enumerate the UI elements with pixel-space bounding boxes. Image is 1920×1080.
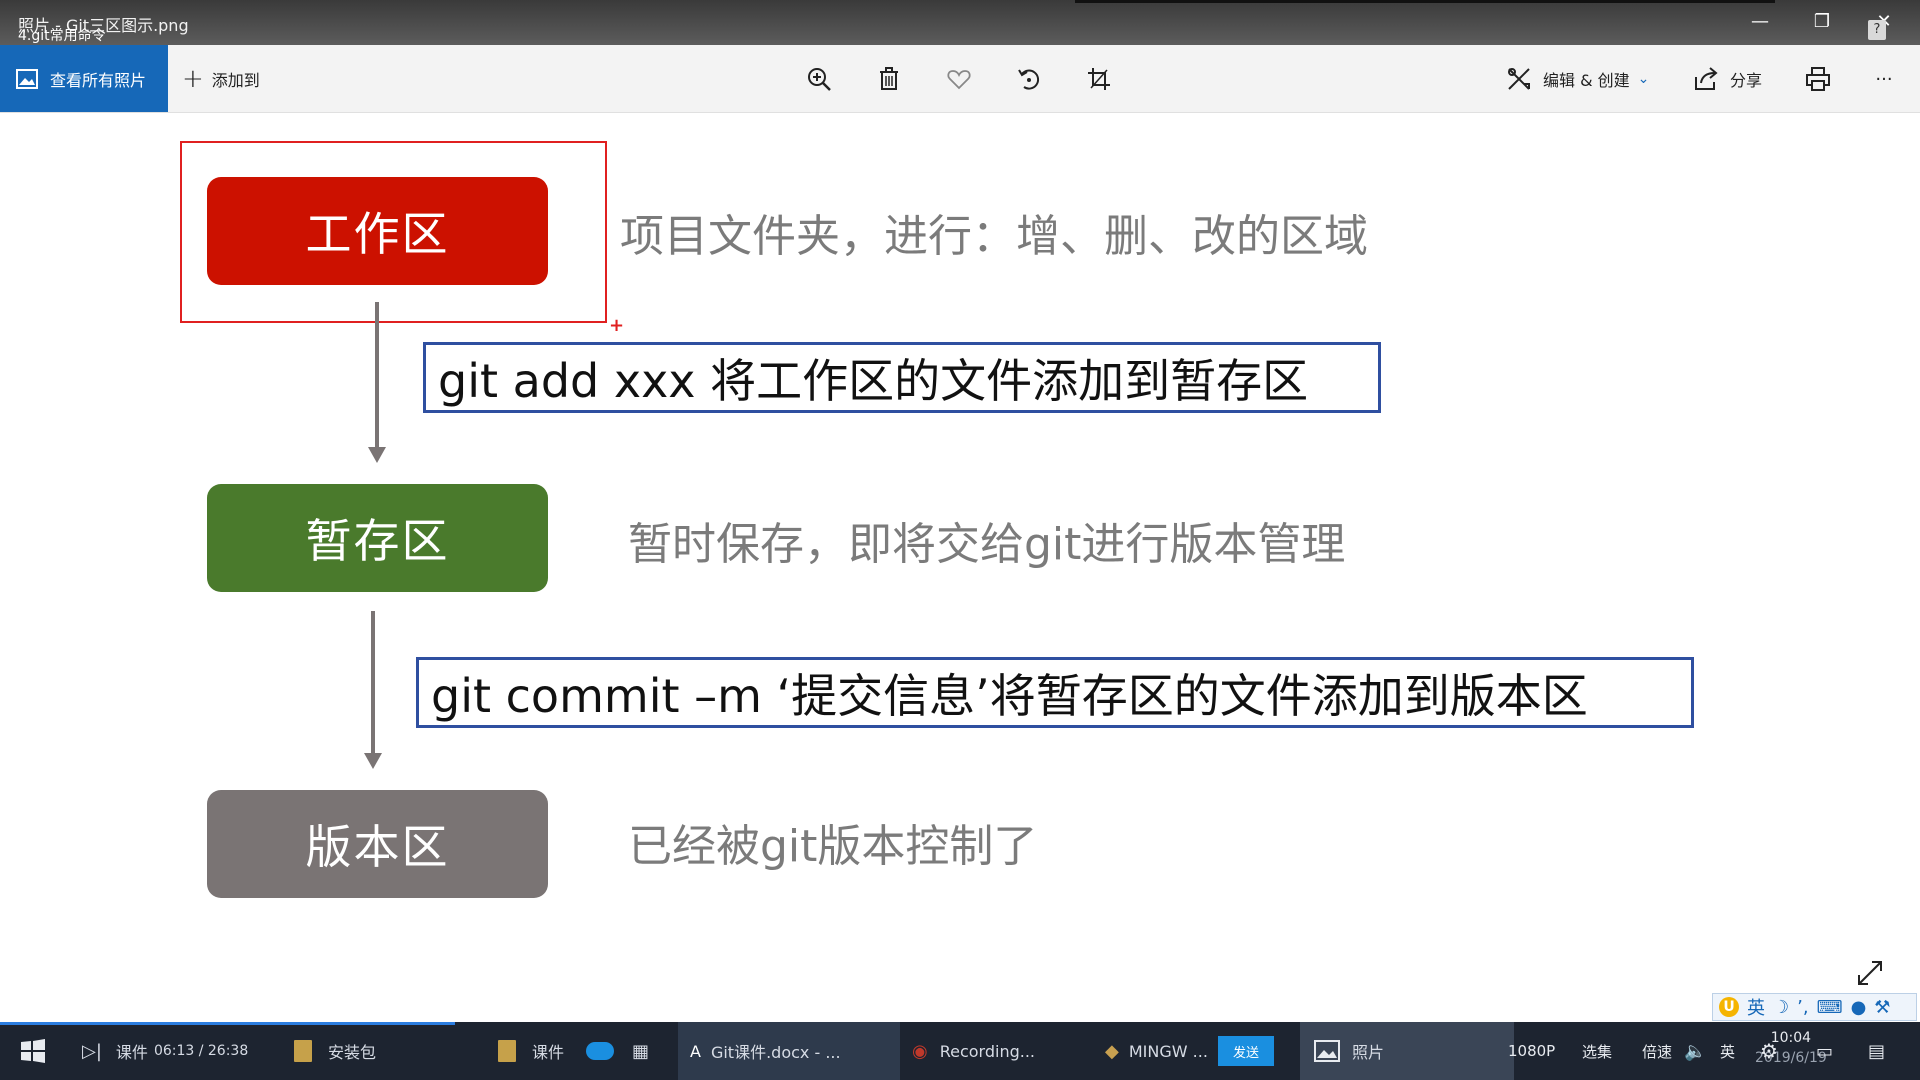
taskbar-item-label: Git课件.docx - ...: [710, 1043, 841, 1062]
ime-logo-icon: U: [1719, 997, 1739, 1017]
share-icon: [1695, 66, 1718, 90]
expand-icon[interactable]: [1855, 958, 1885, 988]
taskbar-item-recording[interactable]: ◉ Recording...: [900, 1022, 1092, 1080]
folder-icon: [498, 1040, 516, 1062]
ime-mode[interactable]: 英: [1747, 998, 1765, 1019]
more-options-button[interactable]: ···: [1875, 68, 1893, 90]
arrow-down-icon: [368, 447, 386, 463]
view-all-photos-label: 查看所有照片: [50, 70, 147, 90]
taskbar-item-courseware-folder[interactable]: 课件 ▦: [498, 1022, 649, 1080]
user-icon[interactable]: ●: [1850, 996, 1867, 1018]
arrow-line-1: [375, 302, 379, 447]
taskbar-item-label: 课件: [115, 1043, 148, 1062]
volume-icon[interactable]: 🔈: [1684, 1040, 1707, 1062]
crop-button[interactable]: [1083, 63, 1115, 95]
video-progress-bar: [0, 1022, 455, 1025]
repository-area-description: 已经被git版本控制了: [628, 821, 1038, 872]
working-area-box: 工作区: [207, 177, 548, 285]
print-button[interactable]: [1802, 63, 1834, 95]
display-icon[interactable]: ▭: [1816, 1040, 1834, 1062]
view-all-photos-button[interactable]: 查看所有照片: [0, 45, 168, 112]
crop-icon: [1088, 68, 1110, 90]
send-button[interactable]: 发送: [1218, 1036, 1274, 1066]
rotate-button[interactable]: [1013, 63, 1045, 95]
taskbar-item-mingw[interactable]: ◆ MINGW ...: [1105, 1022, 1208, 1080]
taskbar-item-photos[interactable]: 照片: [1300, 1022, 1514, 1080]
clock-date: 2019/6/19: [1755, 1050, 1827, 1066]
recording-icon: ◉: [912, 1040, 928, 1062]
notification-icon[interactable]: ▤: [1868, 1040, 1886, 1062]
working-area-description: 项目文件夹，进行：增、删、改的区域: [620, 211, 1368, 262]
toggle-icon[interactable]: [586, 1042, 615, 1060]
start-windows-icon[interactable]: [20, 1038, 46, 1064]
play-pause-icon[interactable]: ▷|: [82, 1040, 102, 1062]
system-clock[interactable]: 10:04 2019/6/19: [1755, 1028, 1827, 1068]
staging-area-box: 暂存区: [207, 484, 548, 592]
photos-app-icon: [1314, 1040, 1340, 1062]
rotate-icon: [1018, 69, 1040, 90]
restore-button[interactable]: ❐: [1813, 11, 1831, 32]
moon-icon[interactable]: ☽: [1773, 996, 1790, 1018]
add-to-button[interactable]: + 添加到: [182, 45, 260, 112]
keyboard-icon[interactable]: ⌨: [1816, 996, 1843, 1018]
mingw-icon: ◆: [1105, 1040, 1119, 1062]
word-icon: A: [690, 1041, 701, 1061]
window-title: 照片 - Git三区图示.png: [18, 16, 189, 35]
taskbar-item-word-doc[interactable]: A Git课件.docx - ...: [678, 1022, 900, 1080]
add-to-label: 添加到: [211, 70, 260, 90]
chevron-down-icon: ⌄: [1637, 70, 1650, 87]
taskbar-item-label: MINGW ...: [1128, 1041, 1208, 1061]
language-indicator[interactable]: 英: [1720, 1042, 1736, 1061]
heart-icon: [947, 70, 971, 90]
folder-icon: [294, 1040, 312, 1062]
repository-area-box: 版本区: [207, 790, 548, 898]
taskbar: ▷| 课件 06:13 / 26:38 安装包 课件 ▦ A Git课件.doc…: [0, 1022, 1920, 1080]
taskbar-item-label: Recording...: [939, 1041, 1035, 1061]
arrow-line-2: [371, 611, 375, 753]
taskbar-item-install-packages[interactable]: 安装包: [294, 1022, 376, 1080]
photo-icon: [16, 68, 38, 89]
punctuation-icon[interactable]: ’,: [1797, 996, 1809, 1018]
ime-toolbar[interactable]: U 英 ☽ ’, ⌨ ● ⚒: [1712, 993, 1917, 1021]
title-bar: 照片 - Git三区图示.png 4.git常用命令 — ❐ ✕ ?: [0, 0, 1920, 45]
crosshair-cursor-icon: +: [609, 315, 625, 336]
video-time: 06:13 / 26:38: [153, 1043, 249, 1059]
taskbar-item-label: 安装包: [328, 1043, 377, 1062]
photos-toolbar: 查看所有照片 + 添加到: [0, 45, 1920, 113]
favorite-button[interactable]: [943, 63, 975, 95]
edit-create-icon: [1508, 67, 1530, 90]
taskbar-item-label: 课件: [532, 1043, 565, 1062]
trash-icon: [880, 67, 898, 90]
taskbar-item-video-courseware[interactable]: ▷| 课件 06:13 / 26:38: [82, 1022, 248, 1080]
share-label: 分享: [1730, 70, 1763, 90]
edit-create-button[interactable]: 编辑 & 创建 ⌄: [1505, 45, 1649, 112]
clock-time: 10:04: [1770, 1030, 1812, 1046]
zoom-in-button[interactable]: [803, 63, 835, 95]
staging-area-description: 暂时保存，即将交给git进行版本管理: [628, 519, 1346, 570]
settings-gear-icon[interactable]: ⚙: [1760, 1039, 1778, 1063]
taskbar-item-label: 照片: [1352, 1043, 1385, 1062]
video-progress-line: [1075, 0, 1775, 3]
video-overlay-title: 4.git常用命令: [18, 28, 106, 44]
help-badge[interactable]: ?: [1868, 20, 1886, 40]
zoom-in-icon: [808, 68, 831, 91]
arrow-down-icon: [364, 753, 382, 769]
wrench-icon[interactable]: ⚒: [1874, 996, 1891, 1018]
git-commit-command-box: git commit –m ‘提交信息’将暂存区的文件添加到版本区: [416, 657, 1694, 728]
git-add-command-box: git add xxx 将工作区的文件添加到暂存区: [423, 342, 1381, 413]
plus-icon: +: [182, 63, 204, 94]
app-icon[interactable]: ▦: [632, 1040, 650, 1062]
minimize-button[interactable]: —: [1751, 11, 1769, 32]
print-icon: [1806, 67, 1830, 91]
edit-create-label: 编辑 & 创建: [1543, 70, 1630, 90]
playback-speed[interactable]: 倍速: [1642, 1042, 1673, 1061]
delete-button[interactable]: [873, 63, 905, 95]
share-button[interactable]: 分享: [1692, 45, 1762, 112]
episode-select[interactable]: 选集: [1582, 1042, 1613, 1061]
resolution-label[interactable]: 1080P: [1508, 1042, 1556, 1060]
selection-rectangle: [180, 141, 607, 323]
